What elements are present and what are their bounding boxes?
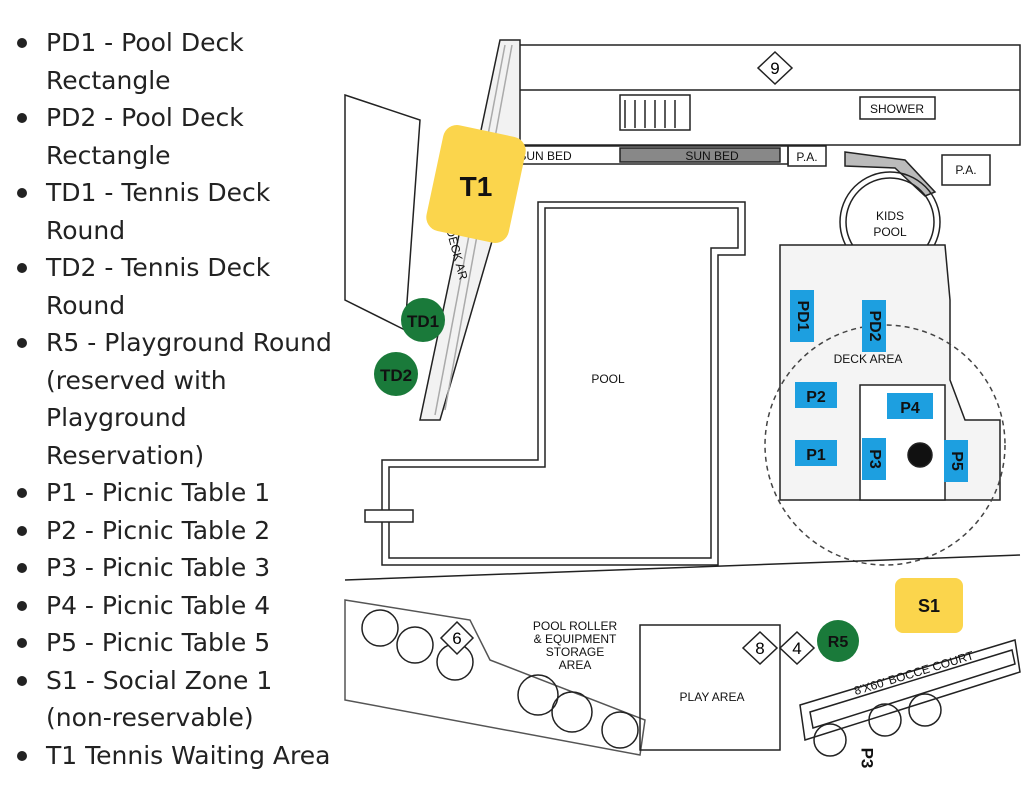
tree-icon bbox=[908, 693, 942, 727]
pool-inner-outline bbox=[388, 207, 739, 559]
bocce-court bbox=[799, 639, 1021, 741]
legend-item: P5 - Picnic Table 5 bbox=[0, 624, 345, 662]
legend-item: P2 - Picnic Table 2 bbox=[0, 512, 345, 550]
marker-pd2[interactable]: PD2 bbox=[862, 300, 886, 352]
marker-pd1-label: PD1 bbox=[794, 300, 811, 331]
tree-icon bbox=[396, 626, 434, 664]
callout-4-icon bbox=[778, 630, 816, 666]
tree-icon bbox=[551, 691, 593, 733]
label-p3-bottom: P3 bbox=[858, 748, 877, 769]
callout-9: 9 bbox=[770, 59, 779, 78]
label-pa-2: P.A. bbox=[955, 163, 976, 177]
label-kids-pool-1: KIDS bbox=[876, 209, 904, 223]
marker-p1[interactable]: P1 bbox=[795, 440, 837, 466]
label-storage-4: AREA bbox=[559, 658, 592, 672]
marker-pd2-label: PD2 bbox=[866, 310, 883, 341]
tree-icon bbox=[868, 703, 902, 737]
callout-8: 8 bbox=[755, 639, 764, 658]
marker-p3[interactable]: P3 bbox=[862, 438, 886, 480]
marker-t1-label: T1 bbox=[460, 171, 493, 202]
legend-item: P3 - Picnic Table 3 bbox=[0, 549, 345, 587]
callout-4: 4 bbox=[792, 639, 801, 658]
marker-p4[interactable]: P4 bbox=[887, 393, 933, 419]
marker-p1-label: P1 bbox=[806, 447, 826, 464]
label-pa-1: P.A. bbox=[796, 150, 817, 164]
legend-item: R5 - Playground Round (reserved with Pla… bbox=[0, 324, 345, 474]
legend-item: S1 - Social Zone 1 (non-reservable) bbox=[0, 662, 345, 737]
callout-6: 6 bbox=[452, 629, 461, 648]
callout-6-icon bbox=[439, 620, 475, 656]
marker-td2-label: TD2 bbox=[380, 366, 412, 385]
marker-p2-label: P2 bbox=[806, 389, 826, 406]
marker-p3-label: P3 bbox=[866, 449, 883, 469]
label-shower: SHOWER bbox=[870, 102, 924, 116]
label-kids-pool-2: POOL bbox=[873, 225, 907, 239]
marker-p5[interactable]: P5 bbox=[944, 440, 968, 482]
sun-bed-hatch bbox=[619, 147, 781, 163]
marker-t1[interactable]: T1 bbox=[424, 122, 529, 245]
pool-outline bbox=[381, 201, 746, 566]
callout-8-icon bbox=[741, 630, 779, 666]
legend-item: PD1 - Pool Deck Rectangle bbox=[0, 24, 345, 99]
planting-strip bbox=[344, 599, 646, 756]
tree-icon bbox=[813, 723, 847, 757]
play-area-outline bbox=[639, 624, 781, 751]
marker-td1[interactable]: TD1 bbox=[401, 298, 445, 342]
tree-icon bbox=[517, 674, 559, 716]
marker-td2[interactable]: TD2 bbox=[374, 352, 418, 396]
tree-icon bbox=[601, 711, 639, 749]
label-pool: POOL bbox=[591, 372, 625, 386]
fire-pit bbox=[907, 442, 933, 468]
bocce-inner bbox=[809, 649, 1016, 729]
social-zone-circle bbox=[764, 324, 1006, 566]
marker-p5-label: P5 bbox=[948, 451, 965, 471]
tree-icon bbox=[361, 609, 399, 647]
legend-item: P4 - Picnic Table 4 bbox=[0, 587, 345, 625]
marker-s1[interactable]: S1 bbox=[895, 578, 963, 633]
marker-p2[interactable]: P2 bbox=[795, 382, 837, 408]
marker-td1-label: TD1 bbox=[407, 312, 439, 331]
marker-p4-label: P4 bbox=[900, 400, 920, 417]
legend-item: T1 Tennis Waiting Area bbox=[0, 737, 345, 775]
marker-r5-label: R5 bbox=[828, 634, 849, 651]
legend-item: P1 - Picnic Table 1 bbox=[0, 474, 345, 512]
site-plan-map: 9 6 8 4 SHOWER SUN BED SUN BED P.A. P.A.… bbox=[344, 39, 1021, 769]
label-storage-2: & EQUIPMENT bbox=[534, 632, 617, 646]
site-boundary bbox=[344, 554, 1021, 581]
legend-item: PD2 - Pool Deck Rectangle bbox=[0, 99, 345, 174]
marker-s1-label: S1 bbox=[918, 596, 940, 616]
diving-board bbox=[364, 509, 414, 523]
label-bocce-court: 8'X60' BOCCE COURT bbox=[852, 648, 976, 698]
marker-r5[interactable]: R5 bbox=[817, 620, 859, 662]
legend-list: PD1 - Pool Deck Rectangle PD2 - Pool Dec… bbox=[0, 24, 345, 774]
pa-box bbox=[787, 145, 827, 167]
bench-block bbox=[619, 94, 691, 131]
pa-canopy bbox=[844, 151, 937, 197]
callout-9-icon bbox=[756, 50, 794, 86]
label-storage-3: STORAGE bbox=[546, 645, 604, 659]
label-sun-bed-1: SUN BED bbox=[518, 149, 572, 163]
tennis-court-edge bbox=[344, 93, 421, 332]
marker-pd1[interactable]: PD1 bbox=[790, 290, 814, 342]
legend-item: TD2 - Tennis Deck Round bbox=[0, 249, 345, 324]
legend-item: TD1 - Tennis Deck Round bbox=[0, 174, 345, 249]
label-deck-area: DECK AREA bbox=[834, 352, 903, 366]
label-storage-1: POOL ROLLER bbox=[533, 619, 618, 633]
label-sun-bed-2: SUN BED bbox=[685, 149, 739, 163]
label-play-area: PLAY AREA bbox=[680, 690, 745, 704]
shower-box bbox=[859, 96, 936, 120]
pa-box-right bbox=[941, 154, 991, 186]
